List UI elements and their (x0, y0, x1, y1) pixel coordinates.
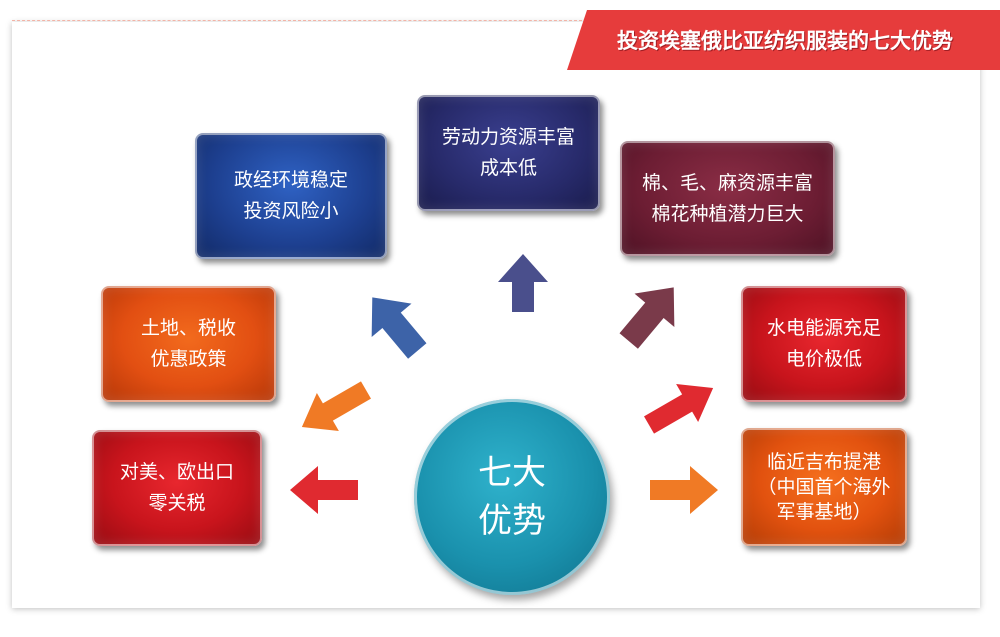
cotton-line2: 棉花种植潜力巨大 (651, 202, 804, 225)
arrow-right-port (650, 466, 718, 514)
title-ribbon (567, 10, 1000, 70)
port-line2: （中国首个海外 (757, 475, 891, 498)
advantage-box-cotton: 棉、毛、麻资源丰富 棉花种植潜力巨大 (620, 141, 835, 256)
top-divider (12, 20, 582, 21)
water-line2: 电价极低 (785, 348, 862, 370)
land-line1: 土地、税收 (140, 317, 236, 339)
page-title: 投资埃塞俄比亚纺织服装的七大优势 (617, 29, 953, 53)
advantage-box-export: 对美、欧出口 零关税 (92, 430, 262, 546)
advantage-box-land: 土地、税收 优惠政策 (101, 286, 276, 402)
port-line1: 临近吉布提港 (766, 450, 881, 473)
labor-line2: 成本低 (479, 157, 537, 179)
politics-line2: 投资风险小 (243, 200, 339, 222)
port-line3: 军事基地） (776, 500, 872, 523)
center-circle: 七大 优势 (414, 399, 610, 595)
advantage-box-water: 水电能源充足 电价极低 (741, 286, 907, 402)
advantage-box-port: 临近吉布提港 （中国首个海外 军事基地） (741, 428, 907, 546)
politics-line1: 政经环境稳定 (233, 169, 348, 191)
cotton-line1: 棉、毛、麻资源丰富 (641, 171, 813, 194)
advantage-box-politics: 政经环境稳定 投资风险小 (195, 133, 387, 259)
center-line2: 优势 (478, 501, 546, 541)
arrow-right-water (644, 383, 714, 434)
export-line1: 对美、欧出口 (119, 461, 234, 483)
arrow-upleft-politics (371, 297, 427, 359)
land-line2: 优惠政策 (150, 348, 227, 370)
center-line1: 七大 (478, 453, 546, 493)
advantage-box-labor: 劳动力资源丰富 成本低 (417, 95, 600, 211)
water-line1: 水电能源充足 (766, 317, 881, 339)
arrow-up-labor (498, 254, 548, 312)
labor-line1: 劳动力资源丰富 (441, 126, 575, 148)
arrow-left-land (301, 381, 371, 432)
arrow-left-export (290, 466, 358, 514)
export-line2: 零关税 (148, 492, 206, 514)
arrow-upright-cotton (619, 287, 675, 349)
